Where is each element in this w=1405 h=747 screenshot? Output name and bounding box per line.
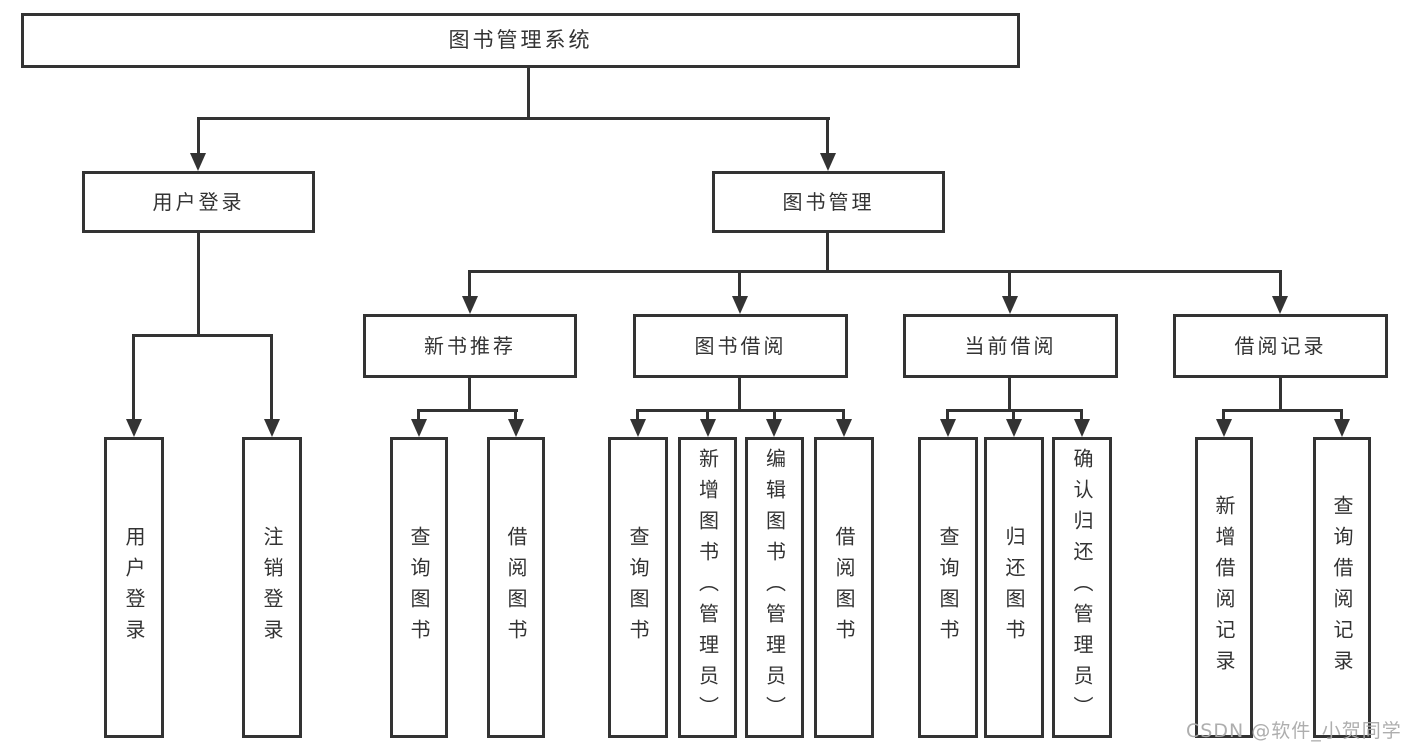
connector-drop-leaf: [636, 409, 639, 422]
leaf-add-borrow-record: 新增借阅记录: [1195, 437, 1253, 738]
leaf-query-borrow-record: 查询借阅记录: [1313, 437, 1371, 738]
arrowhead-down-icon: [820, 153, 836, 171]
leaf-borrow-books-1: 借阅图书: [487, 437, 545, 738]
leaf-user-login: 用户登录: [104, 437, 164, 738]
connector-drop-book-borrow: [738, 270, 741, 298]
connector-drop-leaf: [1340, 409, 1343, 422]
connector-drop-book-mgmt: [826, 117, 829, 155]
connector-drop-current-borrow: [1008, 270, 1011, 298]
arrowhead-down-icon: [190, 153, 206, 171]
connector-newbook-crossbar: [418, 409, 518, 412]
arrowhead-down-icon: [940, 419, 956, 437]
connector-drop-new-book: [468, 270, 471, 298]
connector-newbook-stem: [468, 378, 471, 411]
arrowhead-down-icon: [462, 296, 478, 314]
leaf-label: 借阅图书: [832, 525, 856, 650]
node-label: 图书管理: [782, 190, 875, 214]
leaf-label: 编辑图书（管理员）: [762, 448, 787, 727]
connector-drop-leaf: [706, 409, 709, 422]
arrowhead-down-icon: [1272, 296, 1288, 314]
connector-userlogin-crossbar: [133, 334, 273, 337]
connector-bookborrow-crossbar: [637, 409, 845, 412]
connector-drop-login-leaf: [132, 334, 135, 420]
leaf-label: 查询图书: [936, 525, 960, 650]
leaf-label: 查询图书: [626, 525, 650, 650]
connector-userlogin-stem: [197, 233, 200, 336]
node-book-borrowing: 图书借阅: [633, 314, 848, 378]
arrowhead-down-icon: [732, 296, 748, 314]
connector-drop-leaf: [773, 409, 776, 422]
leaf-label: 新增图书（管理员）: [695, 448, 720, 727]
connector-records-crossbar: [1223, 409, 1343, 412]
connector-drop-leaf: [842, 409, 845, 422]
arrowhead-down-icon: [630, 419, 646, 437]
node-user-login-branch: 用户登录: [82, 171, 315, 233]
arrowhead-down-icon: [126, 419, 142, 437]
connector-drop-leaf: [1012, 409, 1015, 422]
connector-bookborrow-stem: [738, 378, 741, 411]
connector-drop-leaf: [1080, 409, 1083, 422]
arrowhead-down-icon: [1006, 419, 1022, 437]
connector-root-crossbar: [197, 117, 830, 120]
arrowhead-down-icon: [766, 419, 782, 437]
arrowhead-down-icon: [836, 419, 852, 437]
connector-currentborrow-stem: [1008, 378, 1011, 411]
leaf-return-books: 归还图书: [984, 437, 1044, 738]
leaf-edit-books-admin: 编辑图书（管理员）: [745, 437, 804, 738]
arrowhead-down-icon: [1074, 419, 1090, 437]
connector-drop-user-login: [197, 117, 200, 155]
leaf-label: 用户登录: [122, 525, 146, 650]
arrowhead-down-icon: [264, 419, 280, 437]
node-library-management-system: 图书管理系统: [21, 13, 1020, 68]
node-new-book-recommendation: 新书推荐: [363, 314, 577, 378]
node-label: 图书管理系统: [448, 28, 593, 52]
node-current-borrowing: 当前借阅: [903, 314, 1118, 378]
arrowhead-down-icon: [1216, 419, 1232, 437]
leaf-label: 确认归还（管理员）: [1070, 448, 1094, 727]
arrowhead-down-icon: [1334, 419, 1350, 437]
node-label: 图书借阅: [694, 334, 787, 358]
leaf-borrow-books-2: 借阅图书: [814, 437, 874, 738]
leaf-label: 注销登录: [260, 525, 284, 650]
node-label: 用户登录: [152, 190, 245, 214]
connector-root-stem: [527, 68, 530, 120]
leaf-label: 查询图书: [407, 525, 431, 650]
leaf-query-books-1: 查询图书: [390, 437, 448, 738]
node-book-management-branch: 图书管理: [712, 171, 945, 233]
arrowhead-down-icon: [700, 419, 716, 437]
leaf-add-books-admin: 新增图书（管理员）: [678, 437, 737, 738]
connector-records-stem: [1279, 378, 1282, 411]
connector-bookmgmt-crossbar: [469, 270, 1282, 273]
arrowhead-down-icon: [411, 419, 427, 437]
connector-drop-borrow-records: [1279, 270, 1282, 298]
connector-drop-leaf: [417, 409, 420, 422]
arrowhead-down-icon: [508, 419, 524, 437]
leaf-label: 查询借阅记录: [1330, 494, 1354, 681]
connector-drop-logout-leaf: [270, 334, 273, 420]
leaf-query-books-2: 查询图书: [608, 437, 668, 738]
csdn-watermark: CSDN @软件_小贺同学: [1186, 720, 1402, 742]
leaf-query-books-3: 查询图书: [918, 437, 978, 738]
node-label: 当前借阅: [964, 334, 1057, 358]
arrowhead-down-icon: [1002, 296, 1018, 314]
leaf-label: 归还图书: [1002, 525, 1026, 650]
connector-drop-leaf: [514, 409, 517, 422]
leaf-logout: 注销登录: [242, 437, 302, 738]
node-borrowing-records: 借阅记录: [1173, 314, 1388, 378]
leaf-label: 新增借阅记录: [1212, 494, 1236, 681]
connector-bookmgmt-stem: [826, 233, 829, 272]
connector-drop-leaf: [946, 409, 949, 422]
node-label: 借阅记录: [1234, 334, 1327, 358]
leaf-confirm-return-admin: 确认归还（管理员）: [1052, 437, 1112, 738]
leaf-label: 借阅图书: [504, 525, 528, 650]
connector-currentborrow-crossbar: [947, 409, 1083, 412]
connector-drop-leaf: [1222, 409, 1225, 422]
node-label: 新书推荐: [424, 334, 516, 358]
